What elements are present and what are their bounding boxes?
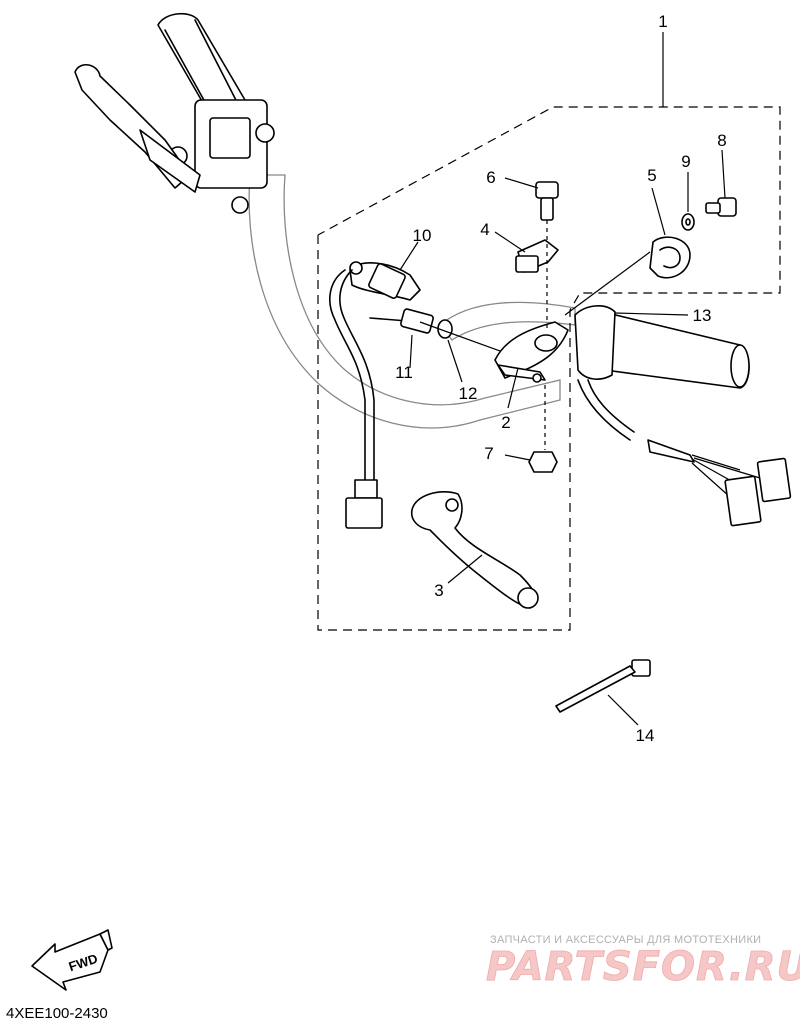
callout-1: 1 [658, 12, 667, 31]
callouts: 1 2 3 4 5 6 7 8 9 10 11 12 13 14 [395, 12, 727, 745]
washer [681, 172, 695, 231]
fwd-arrow-icon: FWD [31, 929, 113, 991]
left-grip-assembly [74, 12, 275, 214]
pivot-bolt [504, 177, 559, 330]
cable-adjuster [369, 308, 526, 383]
brake-switch [329, 241, 421, 529]
cable-tie [555, 659, 651, 726]
throttle-grip [574, 305, 792, 527]
callout-7: 7 [484, 444, 493, 463]
callout-8: 8 [717, 131, 726, 150]
callout-5: 5 [647, 166, 656, 185]
brake-lever [410, 491, 539, 609]
clamp [564, 187, 691, 316]
drawing-code: 4XEE100-2430 [6, 1005, 108, 1022]
nut [504, 385, 558, 473]
watermark-tagline: ЗАПЧАСТИ И АКСЕССУАРЫ ДЛЯ МОТОТЕХНИКИ [490, 934, 761, 946]
callout-2: 2 [501, 413, 510, 432]
screw [705, 149, 737, 217]
handlebar [248, 174, 576, 429]
clip [494, 231, 559, 273]
callout-10: 10 [413, 226, 432, 245]
callout-4: 4 [480, 220, 489, 239]
lever-bracket [494, 321, 569, 409]
assembly-boundary [317, 32, 781, 631]
watermark-brand: PARTSFOR.RU [486, 944, 800, 990]
callout-13: 13 [693, 306, 712, 325]
callout-14: 14 [636, 726, 655, 745]
watermark: ЗАПЧАСТИ И АКСЕССУАРЫ ДЛЯ МОТОТЕХНИКИ PA… [486, 934, 800, 990]
callout-3: 3 [434, 581, 443, 600]
callout-12: 12 [459, 384, 478, 403]
callout-9: 9 [681, 152, 690, 171]
callout-6: 6 [486, 168, 495, 187]
callout-11: 11 [395, 363, 413, 382]
